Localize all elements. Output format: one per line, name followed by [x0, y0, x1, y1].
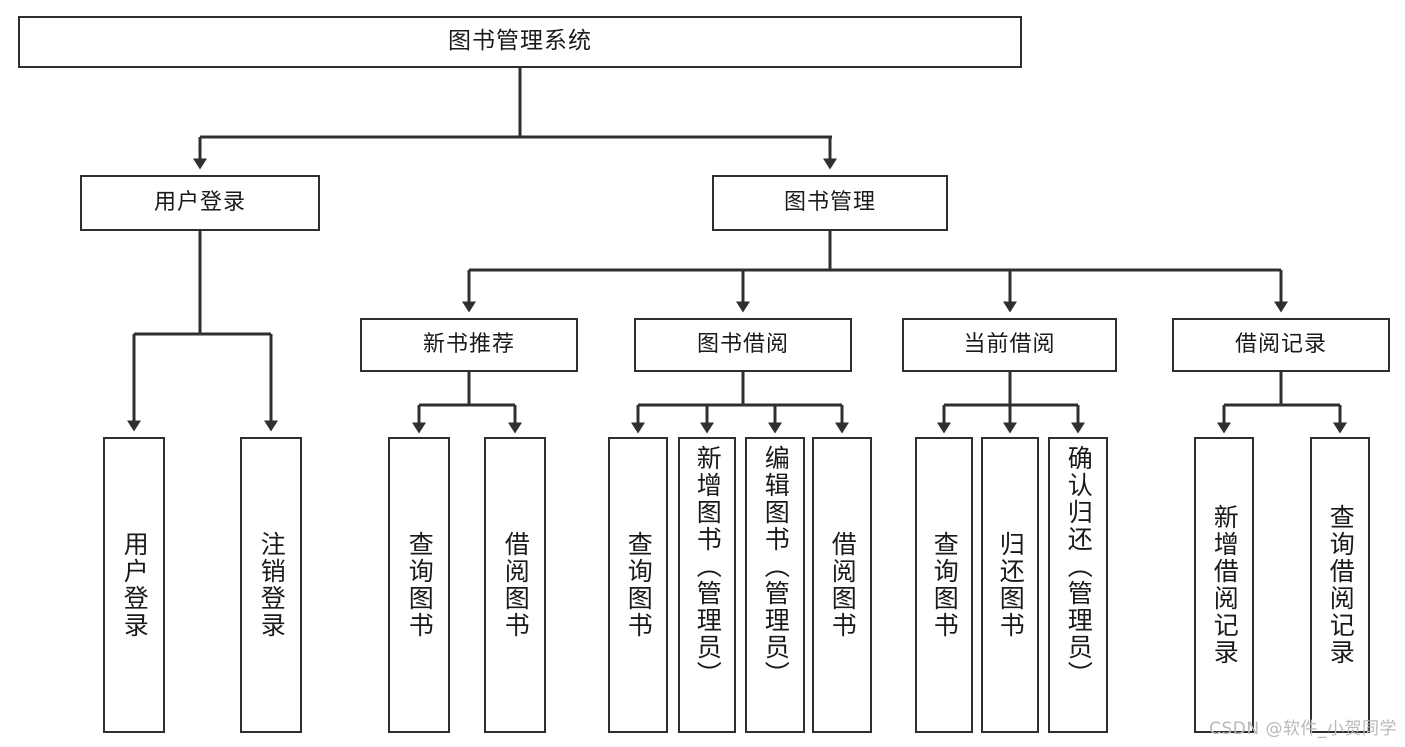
node-user-login[interactable]: 用户登录 [80, 175, 320, 231]
node-root[interactable]: 图书管理系统 [18, 16, 1022, 68]
node-leaf-query-record[interactable]: 查询借阅记录 [1310, 437, 1370, 733]
node-user-login-label: 用户登录 [153, 189, 246, 215]
node-leaf-borrow-book-2[interactable]: 借阅图书 [812, 437, 872, 733]
node-leaf-edit-book-label: 编辑图书（管理员） [761, 445, 791, 688]
node-leaf-return-book[interactable]: 归还图书 [981, 437, 1039, 733]
node-leaf-user-login[interactable]: 用户登录 [103, 437, 165, 733]
node-current-borrow[interactable]: 当前借阅 [902, 318, 1117, 372]
node-borrow-record[interactable]: 借阅记录 [1172, 318, 1390, 372]
node-leaf-user-login-label: 用户登录 [120, 531, 150, 639]
node-book-manage-label: 图书管理 [783, 189, 876, 215]
node-leaf-user-logout-label: 注销登录 [257, 531, 287, 639]
node-leaf-add-record-label: 新增借阅记录 [1210, 504, 1240, 666]
node-leaf-query-record-label: 查询借阅记录 [1326, 504, 1356, 666]
node-current-borrow-label: 当前借阅 [963, 331, 1056, 357]
node-leaf-borrow-book-1[interactable]: 借阅图书 [484, 437, 546, 733]
csdn-watermark: CSDN @软件_小贺同学 [1209, 719, 1397, 739]
node-book-borrow-label: 图书借阅 [696, 331, 789, 357]
node-leaf-query-book-1[interactable]: 查询图书 [388, 437, 450, 733]
node-new-book-rec[interactable]: 新书推荐 [360, 318, 578, 372]
node-leaf-add-record[interactable]: 新增借阅记录 [1194, 437, 1254, 733]
node-leaf-add-book[interactable]: 新增图书（管理员） [678, 437, 736, 733]
node-leaf-query-book-3[interactable]: 查询图书 [915, 437, 973, 733]
node-book-manage[interactable]: 图书管理 [712, 175, 948, 231]
node-leaf-confirm-return[interactable]: 确认归还（管理员） [1048, 437, 1108, 733]
node-leaf-edit-book[interactable]: 编辑图书（管理员） [745, 437, 805, 733]
node-book-borrow[interactable]: 图书借阅 [634, 318, 852, 372]
node-leaf-borrow-book-1-label: 借阅图书 [501, 531, 531, 639]
node-leaf-borrow-book-2-label: 借阅图书 [828, 531, 858, 639]
node-leaf-query-book-2-label: 查询图书 [624, 531, 654, 639]
node-leaf-return-book-label: 归还图书 [996, 531, 1026, 639]
node-leaf-query-book-3-label: 查询图书 [930, 531, 960, 639]
node-leaf-query-book-2[interactable]: 查询图书 [608, 437, 668, 733]
node-leaf-add-book-label: 新增图书（管理员） [693, 445, 723, 688]
node-leaf-confirm-return-label: 确认归还（管理员） [1064, 445, 1094, 688]
node-root-label: 图书管理系统 [448, 28, 592, 55]
node-new-book-rec-label: 新书推荐 [422, 331, 515, 357]
node-borrow-record-label: 借阅记录 [1234, 331, 1327, 357]
node-leaf-query-book-1-label: 查询图书 [405, 531, 435, 639]
node-leaf-user-logout[interactable]: 注销登录 [240, 437, 302, 733]
